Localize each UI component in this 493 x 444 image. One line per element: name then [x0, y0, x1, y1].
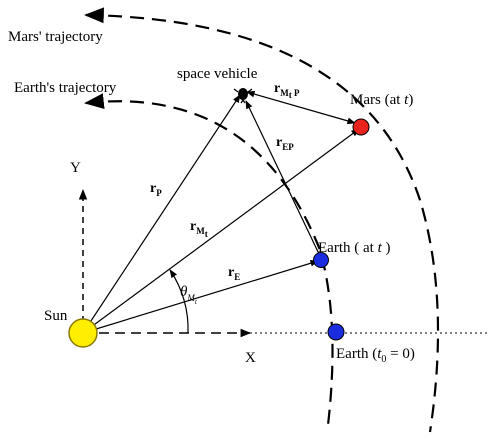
mars-trajectory-arc [84, 7, 440, 433]
earth-t0-icon [327, 323, 345, 341]
space-vehicle-icon [233, 88, 253, 104]
mars-at-t-label: Mars (at t) [350, 92, 413, 108]
earth-trajectory-label: Earth's trajectory [14, 80, 117, 96]
space-vehicle-label: space vehicle [177, 66, 258, 82]
vector-r-p-label: rP [150, 181, 162, 198]
vector-r-ep-label: rEP [276, 135, 294, 152]
angle-arc [169, 269, 189, 334]
vector-r-e-label: rE [228, 265, 240, 282]
sun-label: Sun [44, 308, 68, 324]
vector-r-e [82, 260, 319, 334]
earth-t0-label: Earth (t0 = 0) [336, 346, 415, 365]
vector-r-ep [245, 100, 321, 257]
sun-icon [68, 318, 98, 348]
mars-icon [352, 118, 370, 136]
vector-r-p [82, 94, 241, 334]
earth-at-t-label: Earth ( at t ) [318, 240, 390, 256]
vector-r-mt-label: rMt [190, 219, 208, 239]
earth-trajectory-arc [84, 93, 334, 426]
vector-r-mt [82, 128, 360, 334]
vector-r-mtp [246, 90, 356, 125]
earth-at-t-icon [313, 252, 329, 268]
mars-trajectory-label: Mars' trajectory [8, 29, 103, 45]
y-axis-label: Y [70, 160, 81, 176]
x-axis-label: X [245, 350, 256, 366]
angle-theta-label: θMt [180, 284, 198, 306]
vector-r-mtp-label: rMt P [274, 81, 300, 100]
